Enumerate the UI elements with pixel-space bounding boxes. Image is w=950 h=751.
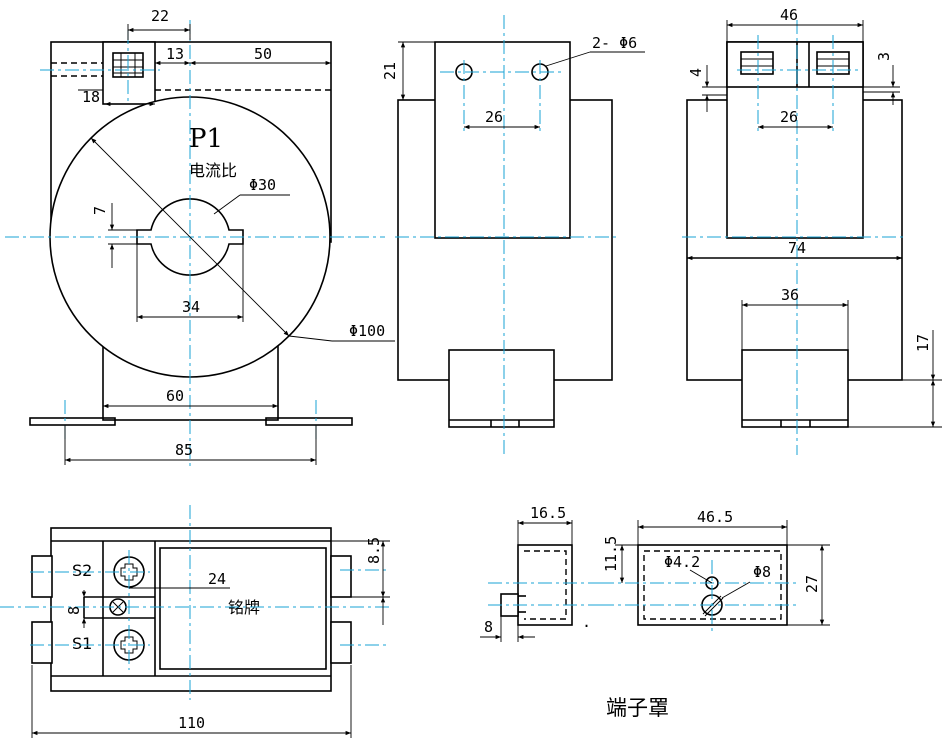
dim-phi4-2: Φ4.2 <box>664 553 700 571</box>
dim-8-top: 8 <box>65 606 83 615</box>
dim-22: 22 <box>151 7 169 25</box>
s1-label: S1 <box>72 634 92 653</box>
dim-26-side: 26 <box>485 108 503 126</box>
dim-phi8: Φ8 <box>753 563 771 581</box>
dim-13: 13 <box>166 45 184 63</box>
dim-7: 7 <box>91 206 109 215</box>
base-plate-right <box>265 417 353 426</box>
dim-26-right: 26 <box>780 108 798 126</box>
cover-side-body <box>517 544 573 626</box>
dim-34: 34 <box>182 298 200 316</box>
dim-60: 60 <box>166 387 184 405</box>
right-view: 46 4 3 26 74 36 17 <box>682 6 942 455</box>
dim-4: 4 <box>687 68 705 77</box>
side-terminal-cover <box>448 349 555 428</box>
top-mount-left-upper <box>31 555 53 598</box>
top-base <box>50 527 332 692</box>
dim-110: 110 <box>178 714 205 732</box>
stray-dot: . <box>582 613 591 631</box>
right-screw-left <box>740 51 774 75</box>
dim-8-cover: 8 <box>484 618 493 636</box>
cover-front-view: 46.5 11.5 Φ4.2 Φ8 27 <box>600 508 830 635</box>
dim-11-5: 11.5 <box>602 536 620 572</box>
nameplate <box>159 547 327 670</box>
dim-50: 50 <box>254 45 272 63</box>
dim-2-phi6: 2- Φ6 <box>592 34 637 52</box>
top-mount-right-upper <box>330 555 352 598</box>
right-terminal-cover <box>741 349 849 428</box>
dim-27: 27 <box>803 575 821 593</box>
cover-side-view: 16.5 8 . <box>480 504 600 642</box>
front-view: P1 电流比 22 13 50 18 Φ30 7 34 <box>5 7 395 470</box>
dim-17: 17 <box>914 334 932 352</box>
dim-16-5: 16.5 <box>530 504 566 522</box>
dim-85: 85 <box>175 441 193 459</box>
cover-caption: 端子罩 <box>606 696 669 720</box>
cover-front-body <box>637 544 788 626</box>
dim-24: 24 <box>208 570 226 588</box>
top-mount-right-lower <box>330 621 352 664</box>
top-view: 铭牌 S2 S1 8.5 24 8 110 <box>0 505 390 738</box>
dim-phi30: Φ30 <box>249 176 276 194</box>
side-view: 21 2- Φ6 26 <box>381 15 645 455</box>
dim-74: 74 <box>788 239 806 257</box>
p1-label: P1 <box>189 124 223 154</box>
base-plate-left <box>29 417 116 426</box>
s2-label: S2 <box>72 561 92 580</box>
dim-46-5: 46.5 <box>697 508 733 526</box>
ratio-label: 电流比 <box>189 161 237 180</box>
top-mount-left-lower <box>31 621 53 664</box>
dim-36: 36 <box>781 286 799 304</box>
dim-18: 18 <box>82 88 100 106</box>
dim-3: 3 <box>875 52 893 61</box>
dim-21: 21 <box>381 62 399 80</box>
dim-phi100: Φ100 <box>349 322 385 340</box>
dim-8-5: 8.5 <box>365 537 383 564</box>
dim-46: 46 <box>780 6 798 24</box>
